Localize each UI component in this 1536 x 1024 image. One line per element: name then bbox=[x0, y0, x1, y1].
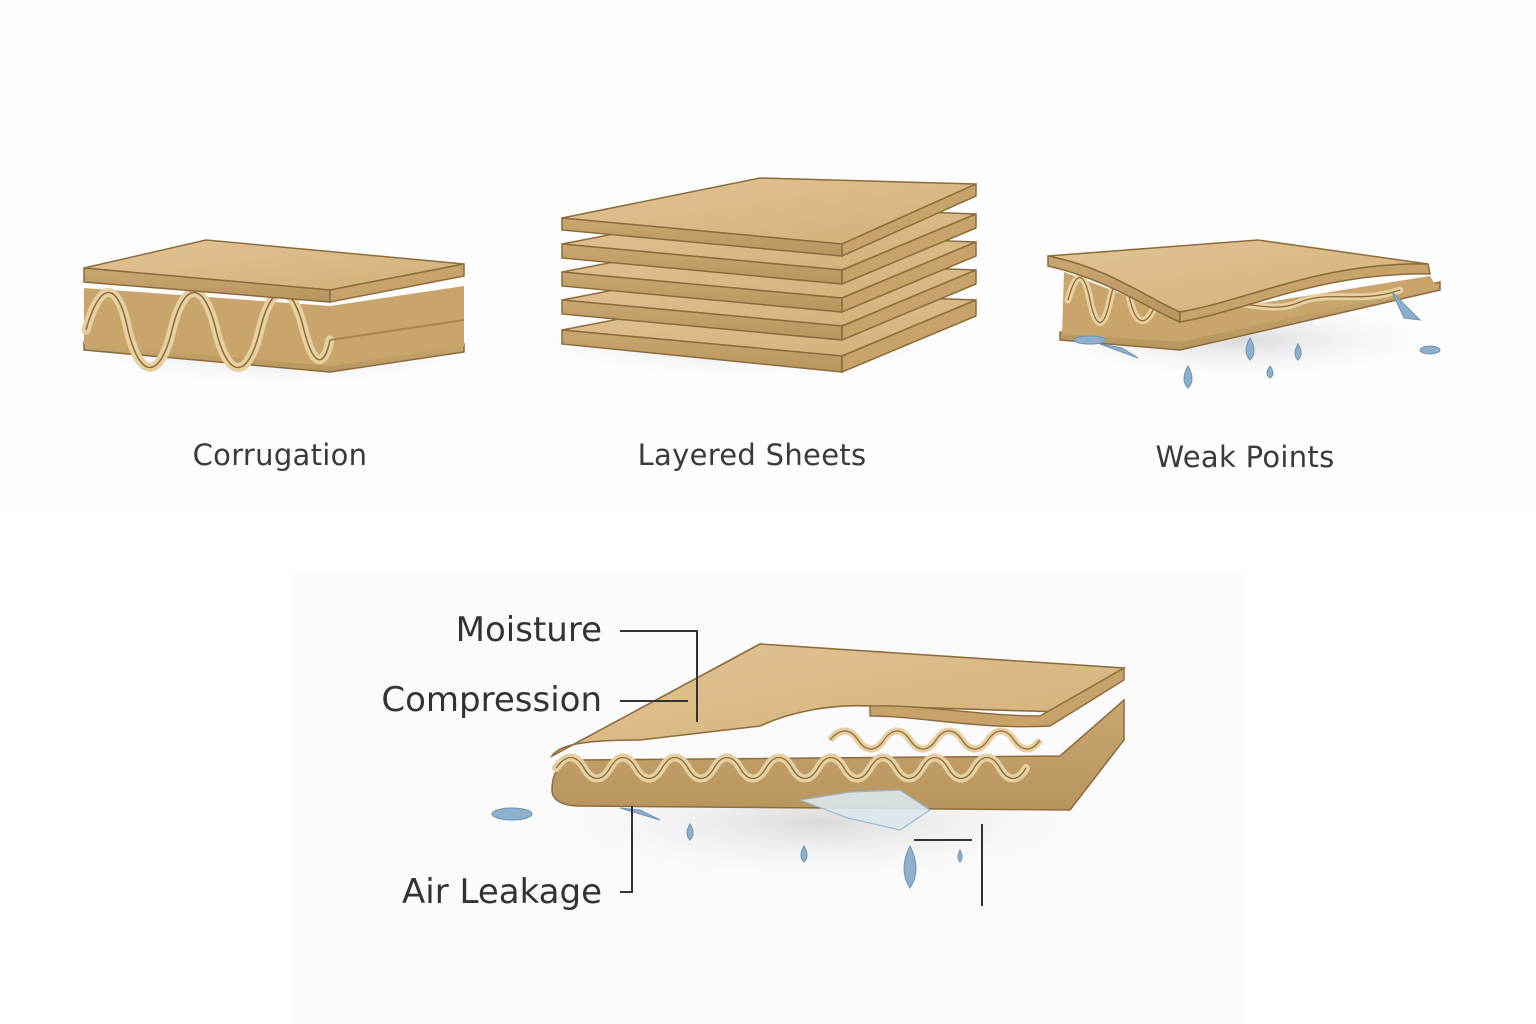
layered-sheets-illustration bbox=[490, 177, 990, 384]
caption-weak-points: Weak Points bbox=[1155, 440, 1335, 474]
callout-air-leakage: Air Leakage bbox=[401, 872, 602, 912]
callout-moisture: Moisture bbox=[455, 610, 602, 650]
caption-layered-sheets: Layered Sheets bbox=[637, 438, 867, 472]
water-drops-weak bbox=[1073, 291, 1441, 389]
corrugation-illustration bbox=[50, 239, 510, 390]
callout-compression: Compression bbox=[381, 680, 602, 720]
weak-points-illustration bbox=[1010, 239, 1470, 389]
callout-leader-lines bbox=[620, 630, 983, 906]
water-drops-bottom bbox=[491, 807, 963, 889]
caption-corrugation: Corrugation bbox=[192, 438, 368, 472]
degradation-illustration bbox=[491, 630, 1140, 906]
